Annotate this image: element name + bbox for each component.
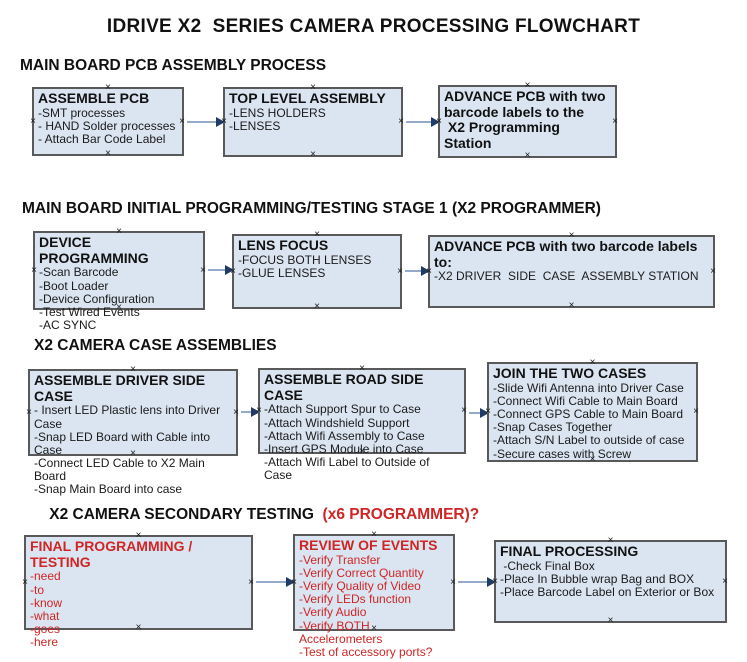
connection-anchor-e: ×: [693, 406, 699, 417]
arrow-line: [241, 411, 252, 413]
node-title: LENS FOCUS: [238, 237, 329, 253]
arrow-head-icon: [225, 265, 234, 275]
connection-anchor-w: ×: [22, 576, 28, 588]
node-body: -SMT processes - HAND Solder processes -…: [38, 105, 176, 147]
node-final-programming-testing[interactable]: FINAL PROGRAMMING / TESTING -need -to -k…: [22, 531, 254, 649]
section-heading-pcb-assembly: MAIN BOARD PCB ASSEMBLY PROCESS: [20, 57, 327, 74]
node-body: -FOCUS BOTH LENSES -GLUE LENSES: [238, 252, 372, 280]
arrow-head-icon: [480, 408, 489, 418]
node-lens-focus[interactable]: LENS FOCUS -FOCUS BOTH LENSES -GLUE LENS…: [230, 230, 403, 312]
node-assemble-pcb[interactable]: ASSEMBLE PCB -SMT processes - HAND Solde…: [30, 83, 185, 159]
connection-anchor-e: ×: [397, 265, 403, 277]
arrow-head-icon: [286, 577, 295, 587]
connection-anchor-s: ×: [524, 150, 531, 161]
node-device-programming[interactable]: DEVICE PROGRAMMING -Scan Barcode -Boot L…: [31, 227, 206, 332]
node-review-of-events[interactable]: REVIEW OF EVENTS -Verify Transfer -Verif…: [291, 530, 456, 659]
node-title: ASSEMBLE ROAD SIDE CASE: [264, 371, 428, 403]
arrow-line: [256, 581, 287, 583]
connection-anchor-w: ×: [30, 115, 36, 127]
node-body: -Attach Support Spur to Case -Attach Win…: [264, 402, 430, 483]
node-join-the-two-cases[interactable]: JOIN THE TWO CASES -Slide Wifi Antenna i…: [485, 358, 699, 465]
connection-anchor-e: ×: [461, 405, 467, 416]
node-body: -Slide Wifi Antenna into Driver Case -Co…: [493, 380, 685, 461]
arrow-line: [458, 581, 488, 583]
node-title: FINAL PROCESSING: [500, 543, 639, 559]
node-body: -Verify Transfer -Verify Correct Quantit…: [299, 552, 433, 659]
node-title: FINAL PROGRAMMING / TESTING: [30, 538, 197, 570]
node-title: JOIN THE TWO CASES: [493, 365, 647, 381]
arrow-head-icon: [251, 407, 260, 417]
node-body: -Check Final Box -Place In Bubble wrap B…: [500, 558, 715, 600]
node-body: - Insert LED Plastic lens into Driver Ca…: [34, 403, 221, 497]
arrow-line: [187, 121, 217, 123]
section-heading-black-part: X2 CAMERA SECONDARY TESTING: [49, 506, 314, 523]
connection-anchor-e: ×: [248, 576, 254, 588]
arrow-head-icon: [216, 117, 225, 127]
arrow-head-icon: [421, 266, 430, 276]
node-top-level-assembly[interactable]: TOP LEVEL ASSEMBLY -LENS HOLDERS -LENSES…: [221, 83, 404, 160]
node-body: -LENS HOLDERS -LENSES: [229, 105, 326, 133]
node-advance-pcb-driver-side-station[interactable]: ADVANCE PCB with two barcode labels to: …: [426, 231, 716, 311]
node-title: DEVICE PROGRAMMING: [39, 234, 149, 266]
arrow-head-icon: [487, 577, 496, 587]
arrow-line: [405, 270, 422, 272]
node-title: TOP LEVEL ASSEMBLY: [229, 90, 386, 106]
flowchart-title: IDRIVE X2 SERIES CAMERA PROCESSING FLOWC…: [106, 16, 641, 37]
connection-anchor-s: ×: [607, 615, 614, 626]
connection-anchor-s: ×: [105, 148, 111, 159]
connection-anchor-w: ×: [31, 264, 37, 276]
connection-anchor-w: ×: [26, 406, 32, 418]
node-body: -X2 DRIVER SIDE CASE ASSEMBLY STATION: [434, 269, 699, 284]
node-assemble-road-side-case[interactable]: ASSEMBLE ROAD SIDE CASE -Attach Support …: [256, 364, 467, 482]
connection-anchor-s: ×: [310, 149, 316, 160]
connection-anchor-e: ×: [722, 575, 728, 587]
node-assemble-driver-side-case[interactable]: ASSEMBLE DRIVER SIDE CASE - Insert LED P…: [26, 365, 239, 497]
section-heading-red-part: (x6 PROGRAMMER)?: [313, 506, 480, 523]
node-advance-pcb-programming-station[interactable]: ADVANCE PCB with two barcode labels to t…: [436, 81, 618, 161]
arrow-line: [406, 121, 432, 123]
connection-anchor-e: ×: [200, 264, 206, 276]
node-title: ADVANCE PCB with two barcode labels to t…: [444, 88, 606, 152]
connection-anchor-e: ×: [612, 115, 618, 127]
section-heading-secondary-testing: X2 CAMERA SECONDARY TESTING (x6 PROGRAMM…: [32, 488, 479, 542]
connection-anchor-e: ×: [398, 116, 404, 127]
node-title: ASSEMBLE DRIVER SIDE CASE: [34, 372, 210, 404]
arrow-line: [469, 412, 481, 414]
connection-anchor-e: ×: [450, 576, 456, 588]
arrow-line: [208, 269, 226, 271]
connection-anchor-s: ×: [568, 300, 575, 311]
connection-anchor-e: ×: [179, 115, 185, 127]
arrow-head-icon: [431, 117, 440, 127]
node-title: REVIEW OF EVENTS: [299, 537, 438, 553]
connection-anchor-e: ×: [710, 265, 716, 277]
connection-anchor-s: ×: [314, 301, 320, 312]
node-title: ASSEMBLE PCB: [38, 90, 150, 106]
node-final-processing[interactable]: FINAL PROCESSING -Check Final Box -Place…: [492, 536, 728, 626]
node-title: ADVANCE PCB with two barcode labels to:: [434, 238, 702, 270]
connection-anchor-e: ×: [233, 406, 239, 418]
node-body: -need -to -know -what -goes -here: [30, 569, 63, 650]
node-body: -Scan Barcode -Boot Loader -Device Confi…: [39, 265, 155, 333]
section-heading-initial-programming: MAIN BOARD INITIAL PROGRAMMING/TESTING S…: [22, 200, 601, 217]
section-heading-case-assemblies: X2 CAMERA CASE ASSEMBLIES: [34, 337, 277, 354]
